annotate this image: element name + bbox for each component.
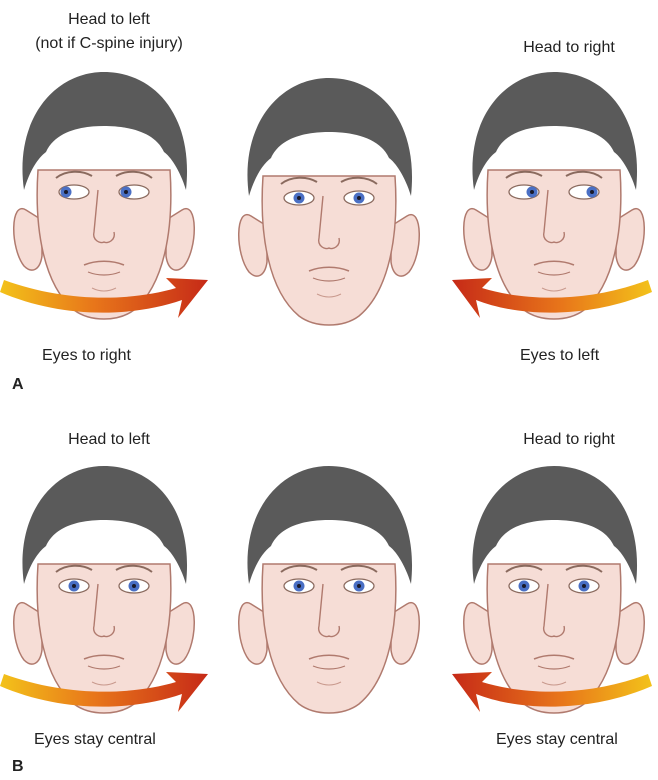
head-b-left [14, 466, 195, 713]
head-b-right [464, 466, 645, 713]
head-b-center [239, 466, 420, 713]
head-a-right [464, 72, 645, 319]
head-a-center [239, 78, 420, 325]
head-a-left [14, 72, 195, 319]
